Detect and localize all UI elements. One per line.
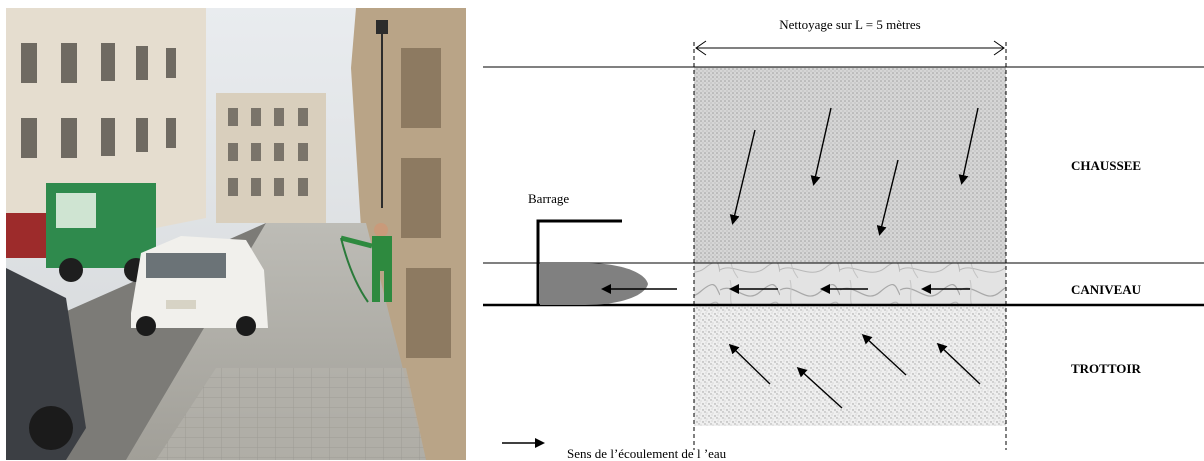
road-flow-arrows [729,107,979,236]
sidewalk-arrow [796,366,843,409]
road-arrow [729,129,756,225]
red-car [6,213,46,258]
road-arrow [876,159,899,236]
zone-label-chaussee: CHAUSSEE [1071,158,1141,173]
street-cleaning-photo [6,8,466,460]
water-pool [540,263,648,305]
legend-label: Sens de l’écoulement de l ’eau [567,446,727,461]
road-cleaned-zone [694,67,1006,263]
sidewalk-arrow [728,343,771,385]
white-car [131,236,268,336]
gutter-cleaning-diagram: Nettoyage sur L = 5 mètres Barrage CHAUS… [483,17,1204,461]
dimension-label: Nettoyage sur L = 5 mètres [779,17,921,32]
worker [340,223,392,303]
sidewalk-cleaned-zone [694,306,1006,426]
barrage-shape [536,219,622,305]
zone-label-caniveau: CANIVEAU [1071,282,1142,297]
sidewalk-flow-arrows [728,333,981,409]
sidewalk-arrow [936,342,981,385]
dimension-arrow [695,40,1005,56]
gutter-cleaned-zone [694,263,1006,304]
road-arrow [810,107,832,186]
street-lamp [376,20,388,208]
road-arrow [958,107,979,185]
sidewalk-arrow [861,333,907,376]
dark-car [6,268,86,460]
zone-label-trottoir: TROTTOIR [1071,361,1141,376]
barrage-label: Barrage [528,191,569,206]
